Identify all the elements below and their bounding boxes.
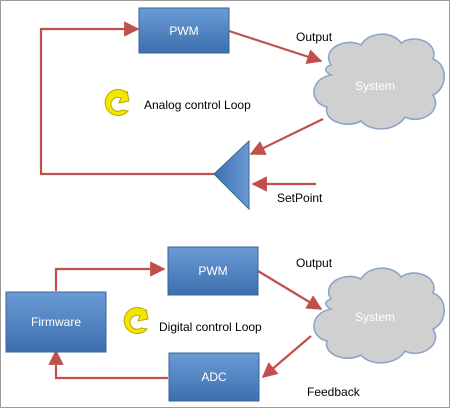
firmware-to-pwm-arrow (54, 261, 166, 291)
firmware-label: Firmware (31, 315, 81, 329)
cloud-shape (313, 33, 446, 130)
loop-arrow-icon (123, 307, 149, 335)
loop-arrow-icon (104, 89, 130, 117)
digital-output-label: Output (296, 256, 333, 270)
adc-to-firmware-arrow (48, 349, 168, 380)
analog-system-cloud: System (313, 33, 446, 130)
analog-pwm-label: PWM (169, 24, 198, 38)
cloud-shape (313, 267, 446, 364)
analog-loop-label: Analog control Loop (144, 98, 251, 112)
digital-output-arrow (257, 270, 323, 310)
digital-pwm-label: PWM (198, 264, 227, 278)
digital-pwm-block: PWM (167, 246, 259, 296)
feedback-label: Feedback (307, 385, 361, 399)
system-to-adc-arrow (261, 335, 312, 379)
analog-feedback-arrow (39, 21, 214, 176)
firmware-block: Firmware (5, 291, 107, 353)
adc-block: ADC (168, 352, 260, 402)
digital-system-label: System (355, 310, 395, 324)
setpoint-label: SetPoint (277, 191, 323, 205)
analog-output-label: Output (296, 30, 333, 44)
analog-output-arrow (228, 29, 323, 65)
digital-loop-label: Digital control Loop (159, 320, 262, 334)
adc-label: ADC (201, 370, 227, 384)
digital-system-cloud: System (313, 267, 446, 364)
analog-pwm-block: PWM (138, 7, 230, 54)
analog-system-to-amp-arrow (249, 118, 324, 155)
amplifier-triangle-icon (213, 139, 250, 211)
analog-system-label: System (355, 79, 395, 93)
